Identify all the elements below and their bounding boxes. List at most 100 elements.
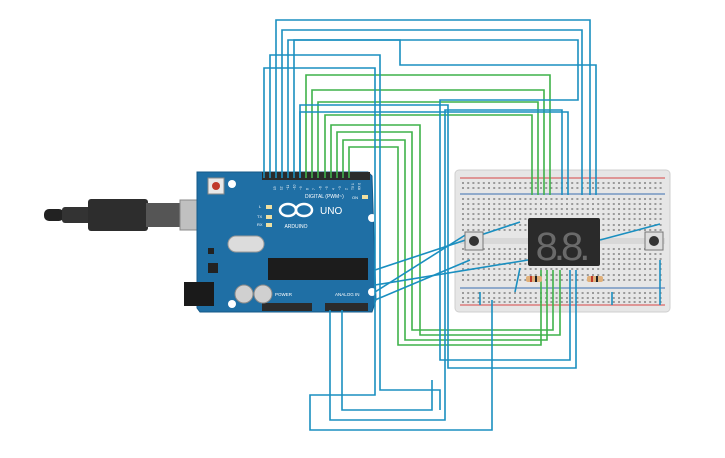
breadboard-hole[interactable] <box>477 301 480 303</box>
breadboard-hole[interactable] <box>654 297 657 299</box>
breadboard-hole[interactable] <box>524 292 527 294</box>
wire-blue[interactable] <box>329 109 563 421</box>
breadboard-hole[interactable] <box>540 187 542 189</box>
breadboard-hole[interactable] <box>477 203 480 205</box>
breadboard-hole[interactable] <box>633 253 636 255</box>
breadboard-hole[interactable] <box>638 279 641 281</box>
breadboard-hole[interactable] <box>508 248 511 250</box>
breadboard-hole[interactable] <box>638 297 641 299</box>
breadboard-hole[interactable] <box>654 208 657 210</box>
breadboard-hole[interactable] <box>618 208 620 210</box>
breadboard-hole[interactable] <box>482 263 485 265</box>
breadboard-hole[interactable] <box>534 203 537 205</box>
breadboard-hole[interactable] <box>482 208 485 210</box>
breadboard-hole[interactable] <box>623 279 626 281</box>
breadboard-hole[interactable] <box>482 187 485 189</box>
breadboard-hole[interactable] <box>503 198 506 200</box>
breadboard-hole[interactable] <box>529 187 532 189</box>
breadboard-hole[interactable] <box>638 213 641 215</box>
breadboard-hole[interactable] <box>597 274 600 276</box>
breadboard-hole[interactable] <box>628 218 631 220</box>
breadboard-hole[interactable] <box>540 182 542 184</box>
breadboard-hole[interactable] <box>602 297 605 299</box>
breadboard-hole[interactable] <box>612 224 615 226</box>
breadboard-hole[interactable] <box>462 263 464 265</box>
breadboard-hole[interactable] <box>529 203 532 205</box>
breadboard-hole[interactable] <box>493 224 496 226</box>
breadboard-hole[interactable] <box>488 301 490 303</box>
breadboard-hole[interactable] <box>654 198 657 200</box>
breadboard-hole[interactable] <box>597 268 600 270</box>
breadboard-hole[interactable] <box>571 279 574 281</box>
breadboard-hole[interactable] <box>644 182 646 184</box>
breadboard-hole[interactable] <box>524 218 527 220</box>
breadboard-hole[interactable] <box>477 263 480 265</box>
breadboard-hole[interactable] <box>482 218 485 220</box>
breadboard-hole[interactable] <box>654 279 657 281</box>
breadboard-hole[interactable] <box>602 187 605 189</box>
breadboard-hole[interactable] <box>623 248 626 250</box>
breadboard-hole[interactable] <box>519 224 522 226</box>
breadboard-hole[interactable] <box>607 208 610 210</box>
breadboard-hole[interactable] <box>555 279 558 281</box>
breadboard-hole[interactable] <box>467 187 470 189</box>
breadboard-hole[interactable] <box>555 297 558 299</box>
breadboard-hole[interactable] <box>638 258 641 260</box>
breadboard-hole[interactable] <box>493 182 496 184</box>
breadboard-hole[interactable] <box>654 301 657 303</box>
wire-blue[interactable] <box>374 259 471 301</box>
breadboard-hole[interactable] <box>472 253 475 255</box>
seven-segment-display[interactable]: 8.8. <box>528 218 600 269</box>
breadboard-hole[interactable] <box>498 268 501 270</box>
breadboard-hole[interactable] <box>607 301 610 303</box>
breadboard-hole[interactable] <box>628 208 631 210</box>
breadboard-hole[interactable] <box>586 182 589 184</box>
breadboard-hole[interactable] <box>467 182 470 184</box>
breadboard-hole[interactable] <box>638 301 641 303</box>
breadboard-hole[interactable] <box>638 203 641 205</box>
breadboard-hole[interactable] <box>586 213 589 215</box>
breadboard-hole[interactable] <box>612 268 615 270</box>
breadboard-hole[interactable] <box>514 203 516 205</box>
breadboard-hole[interactable] <box>602 279 605 281</box>
breadboard-hole[interactable] <box>493 198 496 200</box>
breadboard-hole[interactable] <box>482 253 485 255</box>
breadboard-hole[interactable] <box>612 301 615 303</box>
breadboard-hole[interactable] <box>628 258 631 260</box>
wire-blue[interactable] <box>269 54 441 410</box>
breadboard-hole[interactable] <box>514 274 516 276</box>
breadboard-hole[interactable] <box>576 268 579 270</box>
breadboard-hole[interactable] <box>623 258 626 260</box>
breadboard-hole[interactable] <box>566 213 568 215</box>
breadboard-hole[interactable] <box>467 263 470 265</box>
breadboard-hole[interactable] <box>545 182 548 184</box>
breadboard-hole[interactable] <box>482 292 485 294</box>
breadboard-hole[interactable] <box>493 253 496 255</box>
breadboard-hole[interactable] <box>581 301 584 303</box>
breadboard-hole[interactable] <box>607 268 610 270</box>
breadboard-hole[interactable] <box>644 301 646 303</box>
breadboard-hole[interactable] <box>482 297 485 299</box>
breadboard-hole[interactable] <box>503 258 506 260</box>
breadboard-hole[interactable] <box>467 297 470 299</box>
breadboard-hole[interactable] <box>508 274 511 276</box>
breadboard-hole[interactable] <box>623 292 626 294</box>
breadboard-hole[interactable] <box>597 297 600 299</box>
breadboard-hole[interactable] <box>503 182 506 184</box>
breadboard-hole[interactable] <box>607 279 610 281</box>
breadboard-hole[interactable] <box>503 203 506 205</box>
breadboard-hole[interactable] <box>586 301 589 303</box>
breadboard-hole[interactable] <box>462 301 464 303</box>
breadboard-hole[interactable] <box>612 263 615 265</box>
breadboard-hole[interactable] <box>482 279 485 281</box>
wire-blue[interactable] <box>275 19 591 195</box>
breadboard-hole[interactable] <box>498 248 501 250</box>
breadboard-hole[interactable] <box>654 213 657 215</box>
breadboard-hole[interactable] <box>493 208 496 210</box>
breadboard-hole[interactable] <box>623 208 626 210</box>
breadboard-hole[interactable] <box>555 187 558 189</box>
breadboard-hole[interactable] <box>524 224 527 226</box>
breadboard-hole[interactable] <box>555 198 558 200</box>
breadboard-hole[interactable] <box>503 292 506 294</box>
breadboard-hole[interactable] <box>488 218 490 220</box>
